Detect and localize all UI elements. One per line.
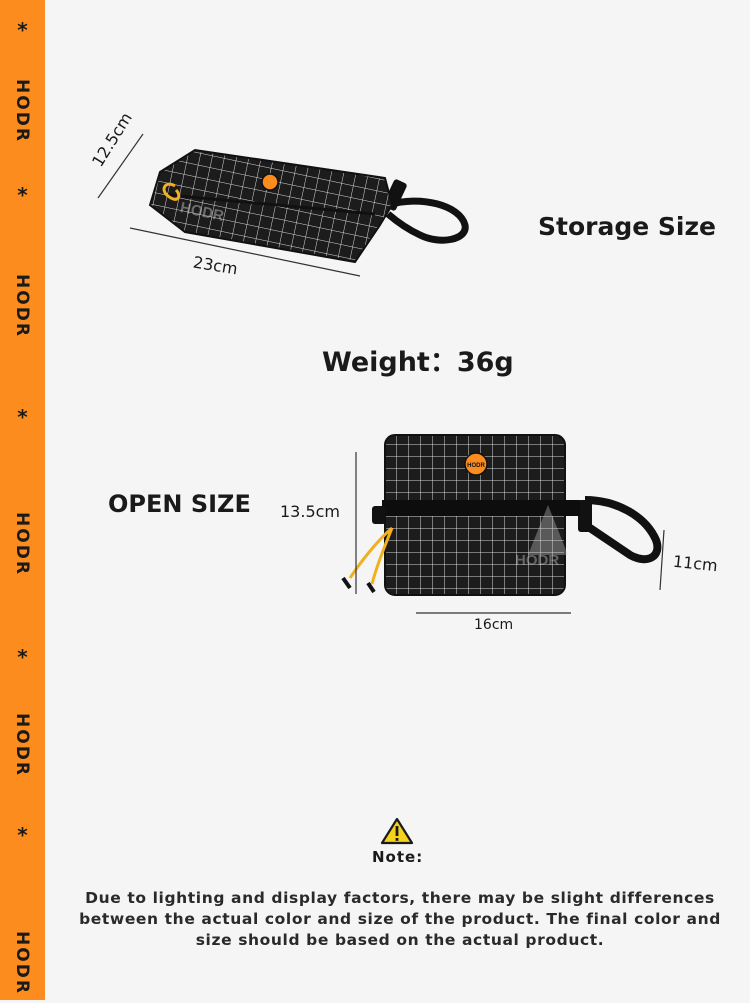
zip-end [372, 506, 386, 524]
star-glyph: * [17, 18, 28, 42]
bag-body [148, 148, 394, 264]
open-height-label: 13.5cm [280, 502, 341, 521]
open-width-label: 16cm [474, 617, 514, 633]
cord-tip [366, 581, 376, 594]
logo-patch [261, 173, 279, 191]
note-label: Note: [372, 848, 424, 866]
dimension-line-height [97, 133, 144, 199]
zipper-band [382, 500, 580, 516]
dimension-line-depth [659, 529, 665, 591]
zipper [167, 193, 376, 216]
star-glyph: * [17, 645, 28, 669]
dimension-line-width [129, 227, 361, 277]
open-bag-image: HODR HODR [341, 434, 662, 596]
star-glyph: * [17, 823, 28, 847]
star-glyph: * [17, 183, 28, 207]
storage-size-title: Storage Size [538, 212, 716, 241]
pull-cord [162, 182, 181, 201]
watermark-logo: HODR [515, 552, 559, 569]
watermark-mountain [528, 505, 568, 555]
disclaimer-text: Due to lighting and display factors, the… [79, 889, 721, 949]
logo-text: HODR [467, 463, 485, 469]
buckle [578, 500, 592, 532]
storage-bag-image: HODR [148, 148, 469, 264]
brand-sidebar: * HODR * HODR * HODR * HODR * HODR [0, 0, 45, 1000]
warning-icon [380, 817, 414, 845]
pull-cord [348, 526, 394, 585]
cord-tip [341, 576, 352, 590]
strap [385, 197, 469, 244]
strap [584, 496, 662, 564]
star-glyph: * [17, 405, 28, 429]
logo-patch [464, 452, 488, 476]
weight-label: Weight：36g [322, 347, 514, 378]
open-size-title: OPEN SIZE [108, 490, 251, 518]
